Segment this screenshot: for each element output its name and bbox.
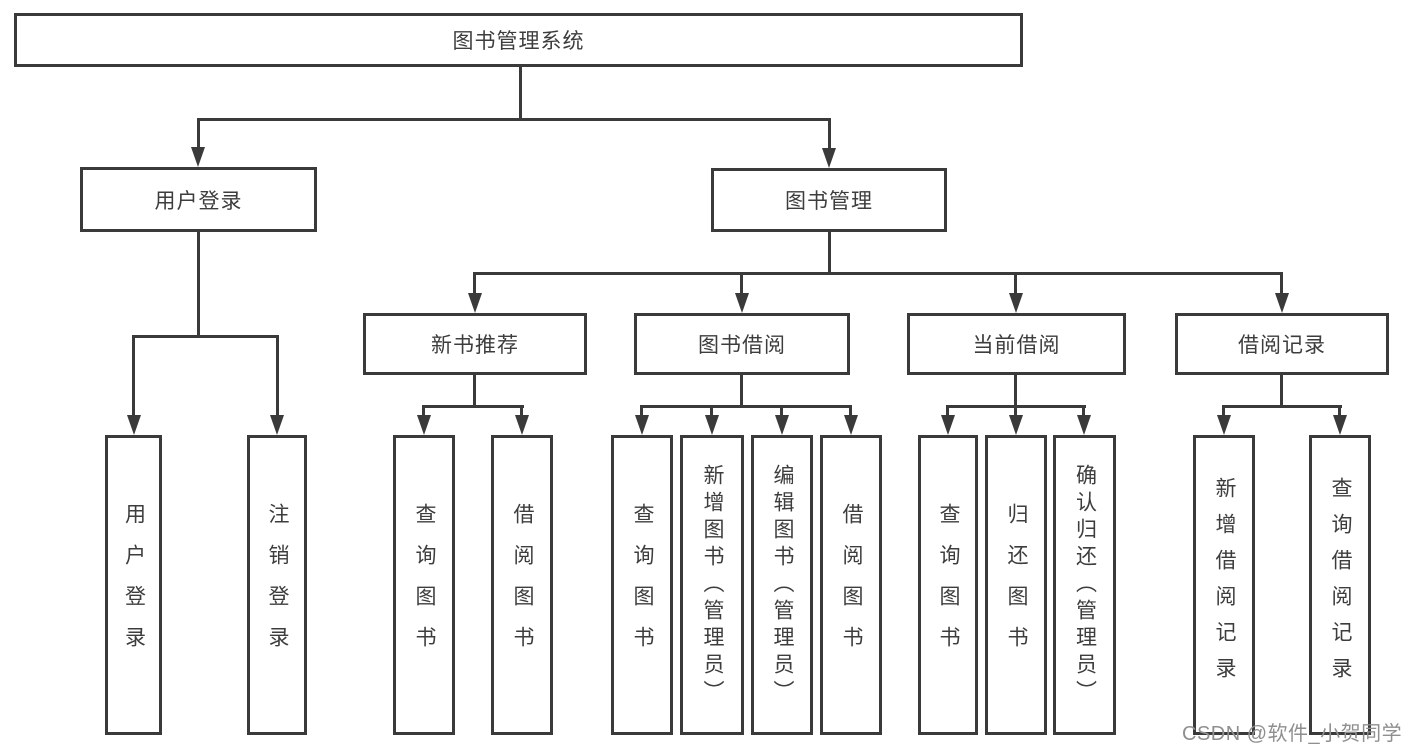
connector-level3-bar	[473, 272, 1283, 275]
connector-user-login-stem	[197, 232, 200, 335]
connector-leaf-bar	[422, 405, 524, 408]
node-current-borrow: 当前借阅	[907, 313, 1126, 375]
node-leaf-borrow-book-1: 借阅图书	[491, 435, 553, 735]
node-leaf-query-book-2: 查询图书	[611, 435, 673, 735]
connector-line	[1014, 272, 1017, 296]
node-library-system: 图书管理系统	[14, 13, 1023, 67]
arrowhead-down	[822, 148, 836, 168]
arrowhead-down	[1009, 293, 1023, 313]
connector-line	[520, 405, 523, 418]
connector-line	[1014, 405, 1017, 418]
connector-stem	[473, 375, 476, 408]
connector-root-stem	[519, 67, 522, 118]
node-leaf-confirm-return-admin: 确认归还（管理员）	[1053, 435, 1116, 735]
node-leaf-borrow-book-2: 借阅图书	[820, 435, 882, 735]
arrowhead-down	[775, 415, 789, 435]
connector-line	[1082, 405, 1085, 418]
arrowhead-down	[705, 415, 719, 435]
connector-line	[640, 405, 643, 418]
node-leaf-edit-book-admin: 编辑图书（管理员）	[751, 435, 813, 735]
arrowhead-down	[1009, 415, 1023, 435]
connector-leaf-bar	[640, 405, 852, 408]
connector-line	[740, 272, 743, 296]
arrowhead-down	[1333, 415, 1347, 435]
connector-line	[473, 272, 476, 296]
node-borrow-record: 借阅记录	[1175, 313, 1389, 375]
connector-line	[1222, 405, 1225, 418]
node-new-book-recommend: 新书推荐	[363, 313, 587, 375]
connector-line	[132, 335, 135, 418]
connector-line	[422, 405, 425, 418]
connector-book-mgmt-stem	[828, 232, 831, 275]
arrowhead-down	[1217, 415, 1231, 435]
arrowhead-down	[468, 293, 482, 313]
node-leaf-add-book-admin: 新增图书（管理员）	[680, 435, 744, 735]
arrowhead-down	[191, 147, 205, 167]
arrowhead-down	[270, 415, 284, 435]
node-leaf-add-borrow-record: 新增借阅记录	[1193, 435, 1255, 735]
connector-line	[946, 405, 949, 418]
arrowhead-down	[417, 415, 431, 435]
connector-level2-bar	[197, 118, 831, 121]
node-leaf-logout: 注销登录	[247, 435, 307, 735]
connector-stem	[740, 375, 743, 408]
connector-line	[1338, 405, 1341, 418]
arrowhead-down	[635, 415, 649, 435]
connector-user-login-bar	[132, 335, 279, 338]
node-leaf-return-book: 归还图书	[985, 435, 1047, 735]
node-leaf-query-borrow-record: 查询借阅记录	[1309, 435, 1371, 735]
arrowhead-down	[515, 415, 529, 435]
connector-line	[828, 118, 831, 150]
node-leaf-query-book-1: 查询图书	[393, 435, 455, 735]
arrowhead-down	[941, 415, 955, 435]
connector-leaf-bar	[1222, 405, 1342, 408]
connector-line	[710, 405, 713, 418]
connector-line	[276, 335, 279, 418]
node-book-management: 图书管理	[711, 168, 947, 232]
connector-stem	[1014, 375, 1017, 408]
node-user-login: 用户登录	[80, 167, 317, 232]
arrowhead-down	[1077, 415, 1091, 435]
connector-line	[1280, 272, 1283, 296]
arrowhead-down	[127, 415, 141, 435]
node-leaf-user-login: 用户登录	[105, 435, 162, 735]
node-book-borrow: 图书借阅	[634, 313, 850, 375]
connector-line	[849, 405, 852, 418]
arrowhead-down	[844, 415, 858, 435]
arrowhead-down	[1275, 293, 1289, 313]
connector-line	[780, 405, 783, 418]
connector-stem	[1280, 375, 1283, 408]
arrowhead-down	[735, 293, 749, 313]
node-leaf-query-book-3: 查询图书	[918, 435, 978, 735]
csdn-watermark: CSDN @软件_小贺同学	[1182, 723, 1403, 745]
connector-line	[197, 118, 200, 150]
